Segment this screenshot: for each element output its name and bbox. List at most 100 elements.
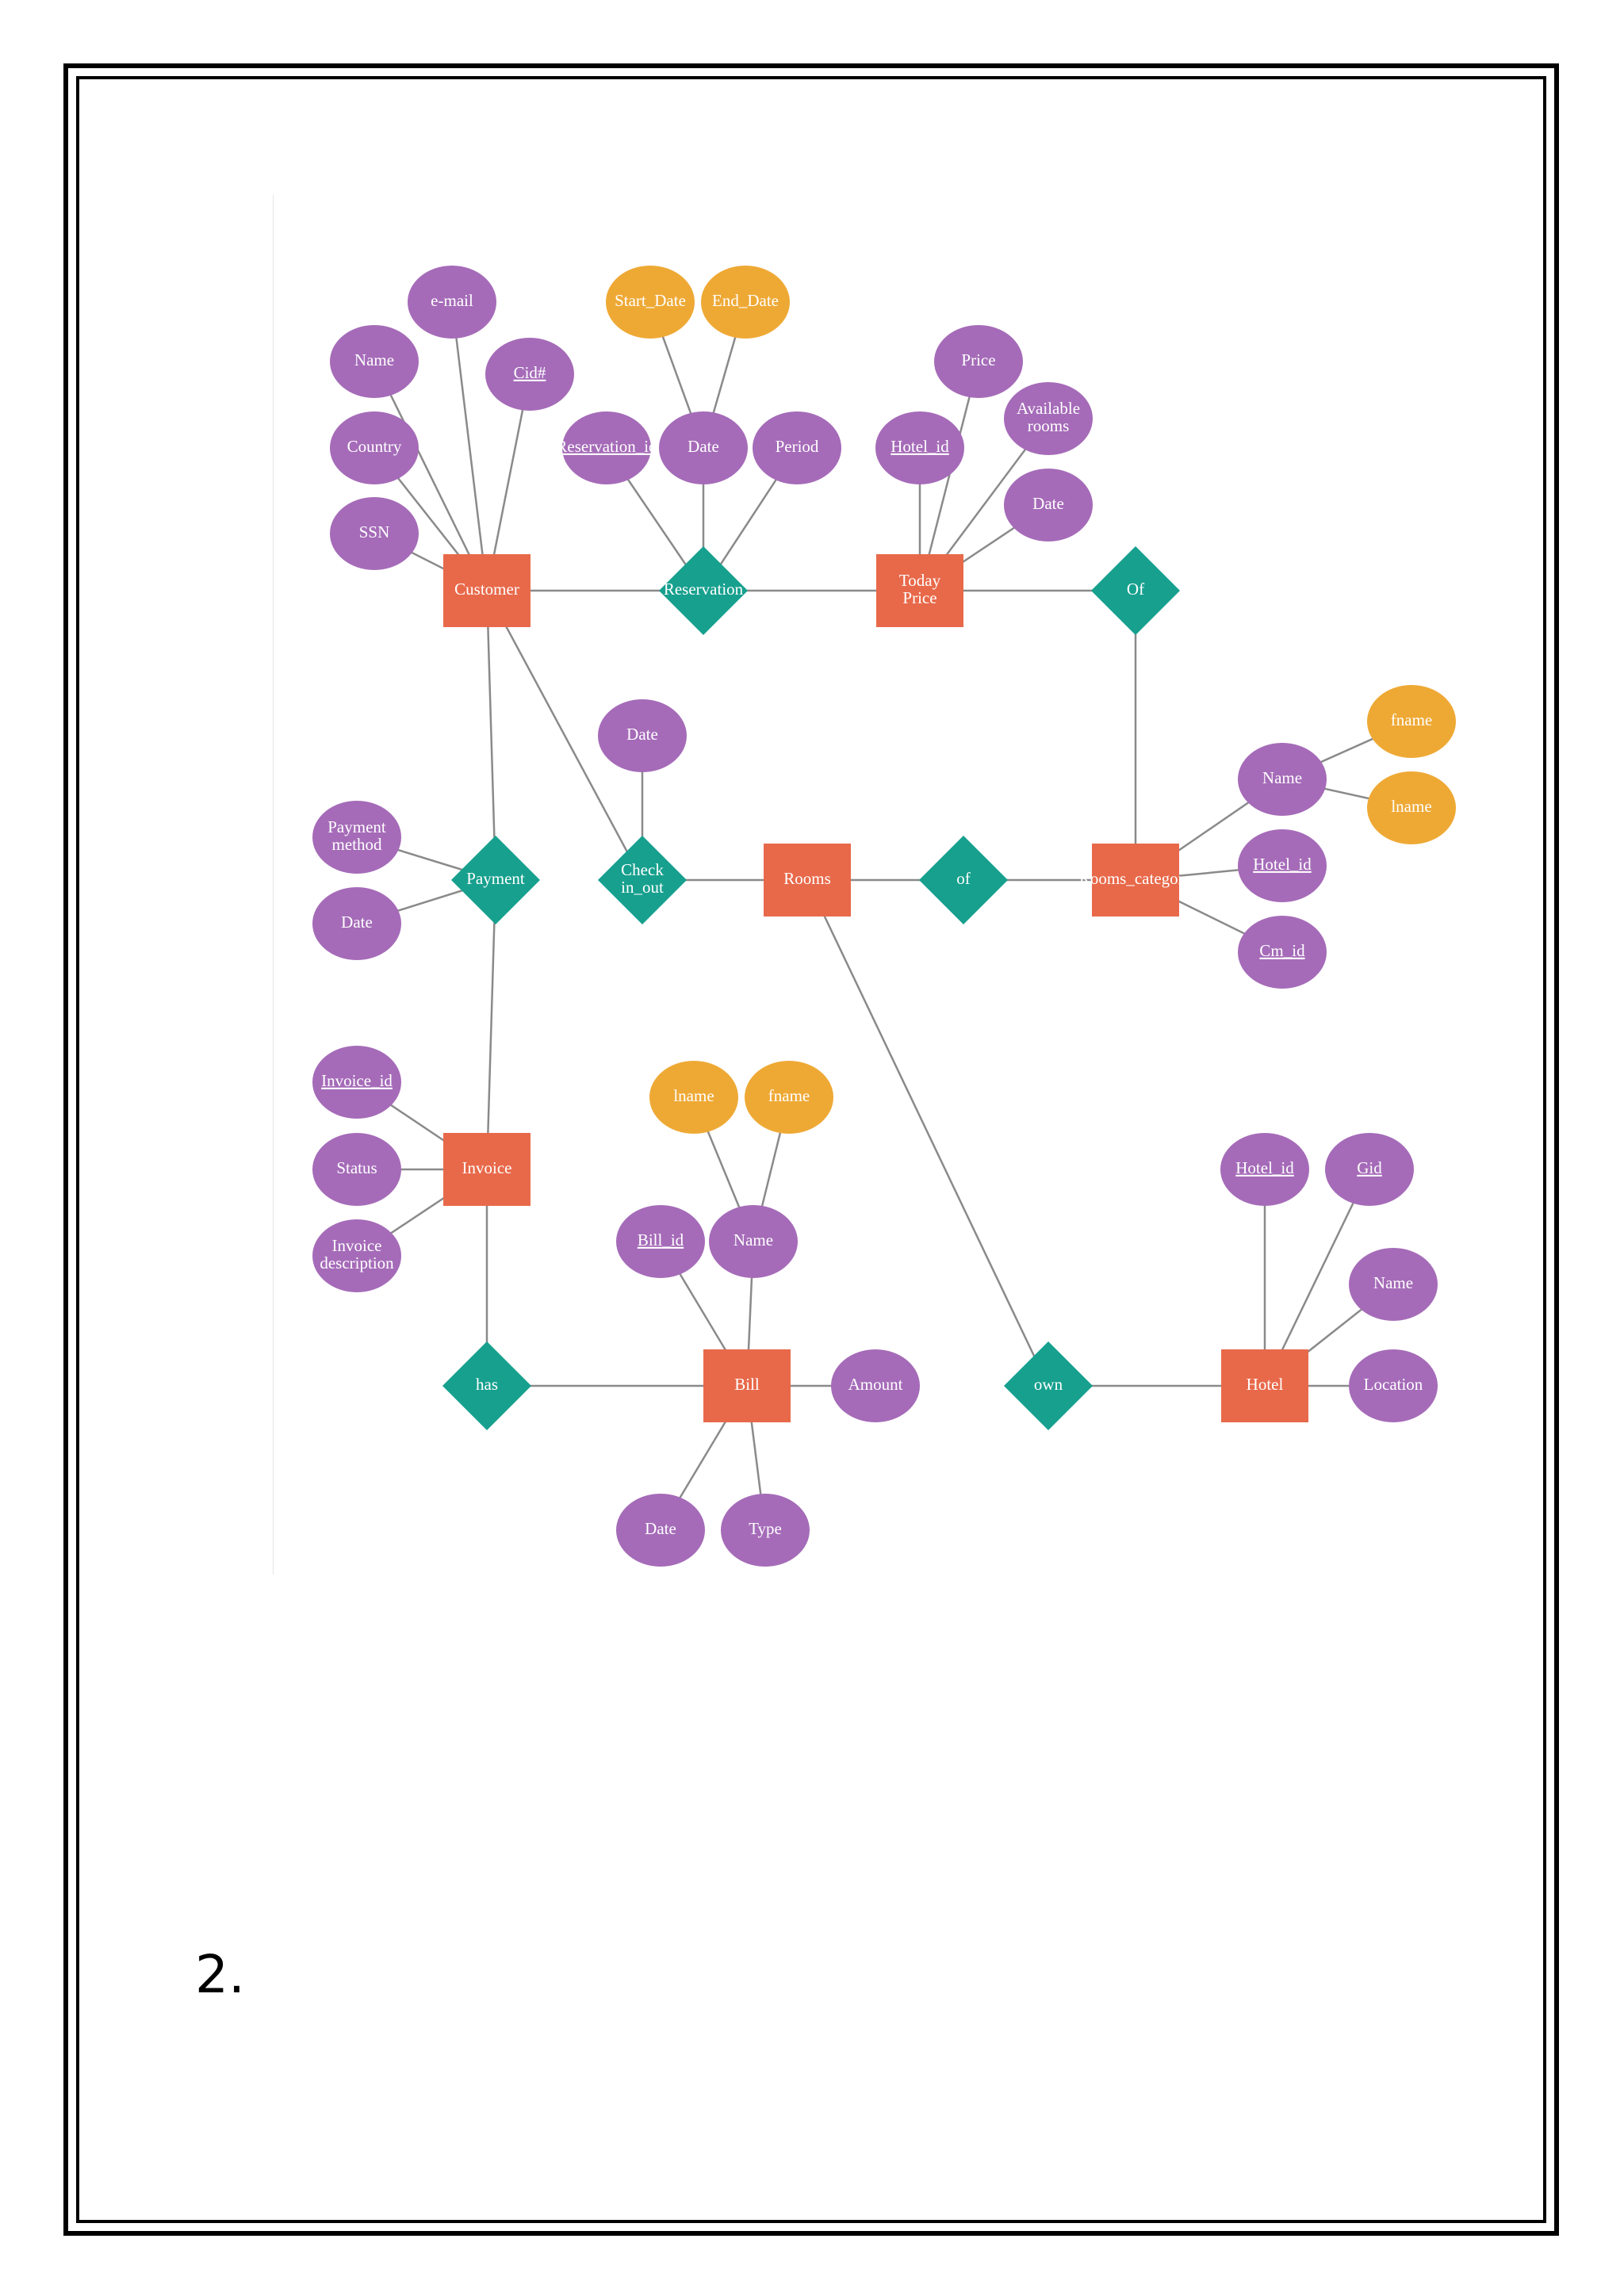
attribute-end-date [701,266,790,339]
attribute-label: fname [1391,710,1432,729]
attribute-date [1004,469,1093,541]
attribute-label: Bill_id [638,1230,684,1249]
attribute-label: Status [336,1158,377,1177]
attribute-amount [831,1349,920,1422]
attribute-label: fname [768,1086,810,1105]
diagram-area [273,195,1479,1575]
attribute-location [1349,1349,1438,1422]
relationship-link [485,879,497,1170]
attribute-date [312,887,401,960]
relationship-check_in_out [598,836,687,924]
attribute-label: Cm_id [1259,941,1305,960]
attribute-link [918,361,980,591]
relationship-of_top [1091,546,1180,635]
relationship-label: has [476,1375,498,1394]
entity-label: Bill [734,1375,760,1394]
attribute-link [373,361,488,591]
relationship-link [485,590,644,881]
entity-label: Customer [454,580,519,599]
entity-rooms [764,844,851,916]
attribute-label: End_Date [712,291,779,310]
attribute-name [330,325,419,398]
attribute-type [721,1494,810,1567]
attribute-label: Period [776,437,819,456]
list-number: 2. [195,1944,245,2005]
attribute-hotel-id [1238,829,1327,902]
attribute-name [1349,1248,1438,1321]
attribute-label: Date [1032,494,1064,513]
attribute-link [450,301,488,591]
attribute-label: Name [1373,1273,1413,1292]
attribute-date [659,411,748,484]
attribute-gid [1325,1133,1414,1206]
attribute-label: Price [961,350,995,369]
attribute-label: Date [626,725,658,744]
relationship-has [442,1341,531,1430]
attribute-label: e-mail [431,291,473,310]
attribute-label: Date [645,1519,676,1538]
attribute-name [709,1205,798,1278]
attribute-label: Name [354,350,394,369]
attribute-price [934,325,1023,398]
attribute-payment-method [312,801,401,874]
entity-label: Hotel [1247,1375,1284,1394]
entity-customer [443,554,530,627]
relationship-link [485,590,497,881]
attribute-date [598,699,687,772]
attribute-label: Type [749,1519,782,1538]
relationship-label: Payment [466,869,525,888]
relationship-own [1004,1341,1093,1430]
entity-label: Invoice [462,1158,512,1177]
relationship-label: Of [1127,580,1144,599]
entity-label: Rooms [783,869,831,888]
attribute-invoice-description [312,1219,401,1292]
attribute-hotel-id [1220,1133,1309,1206]
attribute-label: Start_Date [615,291,686,310]
attribute-lname [649,1061,738,1134]
attribute-label: Date [688,437,719,456]
attribute-label: SSN [359,522,390,541]
relationship-reservation [659,546,748,635]
relationship-label: Reservation [664,580,744,599]
attribute-label: Reservation_id [556,437,657,456]
entity-today_price [876,554,963,627]
attribute-country [330,411,419,484]
attribute-reservation-id [562,411,651,484]
attribute-available-rooms [1004,382,1093,455]
attribute-invoice-id [312,1046,401,1119]
page-frame-inner [76,76,1546,2223]
attribute-label: Hotel_id [1253,855,1312,874]
attribute-label: Invoice_id [321,1071,393,1090]
attribute-hotel-id [875,411,964,484]
attribute-cm-id [1238,916,1327,989]
attribute-label: Location [1364,1375,1423,1394]
entity-bill [703,1349,791,1422]
attribute-start-date [606,266,695,339]
attribute-date [616,1494,705,1567]
attribute-name [1238,743,1327,816]
attribute-status [312,1133,401,1206]
relationship-link [806,879,1050,1387]
attribute-label: Date [341,913,373,932]
attribute-label: Gid [1357,1158,1382,1177]
attribute-fname [1367,685,1456,758]
attribute-label: Name [1262,768,1302,787]
attribute-bill-id [616,1205,705,1278]
attribute-fname [745,1061,833,1134]
attribute-label: Hotel_id [1235,1158,1294,1177]
attribute-cid [485,338,574,411]
attribute-label: lname [673,1086,714,1105]
relationship-label: own [1034,1375,1063,1394]
entity-rooms_category [1092,844,1179,916]
relationship-payment [451,836,540,924]
attribute-label: Country [347,437,402,456]
links-layer [356,301,1412,1531]
page-frame-outer [63,63,1559,2236]
entity-invoice [443,1133,530,1206]
